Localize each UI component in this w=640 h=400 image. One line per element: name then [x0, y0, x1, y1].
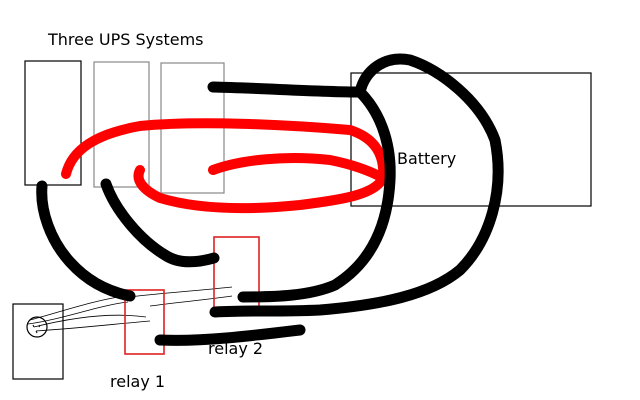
outlet-box — [12, 303, 64, 380]
ups-unit-1 — [24, 60, 82, 186]
control-wire — [149, 295, 233, 307]
control-wire — [129, 286, 233, 298]
control-wires — [27, 286, 233, 332]
black-wires — [36, 53, 504, 346]
black-wire — [209, 53, 504, 318]
red-wire — [61, 118, 389, 214]
control-wire — [33, 314, 147, 328]
control-wire — [35, 320, 151, 332]
control-wire — [27, 301, 129, 325]
black-wire — [154, 324, 306, 346]
black-wire — [100, 178, 220, 268]
black-wire — [237, 86, 396, 303]
battery-label: Battery — [397, 149, 456, 168]
relay-1-box — [124, 289, 165, 355]
diagram-title: Three UPS Systems — [47, 30, 204, 49]
relay-1-label: relay 1 — [110, 372, 165, 391]
black-wire — [36, 180, 136, 302]
black-wire — [207, 81, 366, 98]
battery-box — [350, 72, 592, 207]
outlet-socket — [26, 316, 48, 338]
control-wire — [29, 295, 126, 321]
